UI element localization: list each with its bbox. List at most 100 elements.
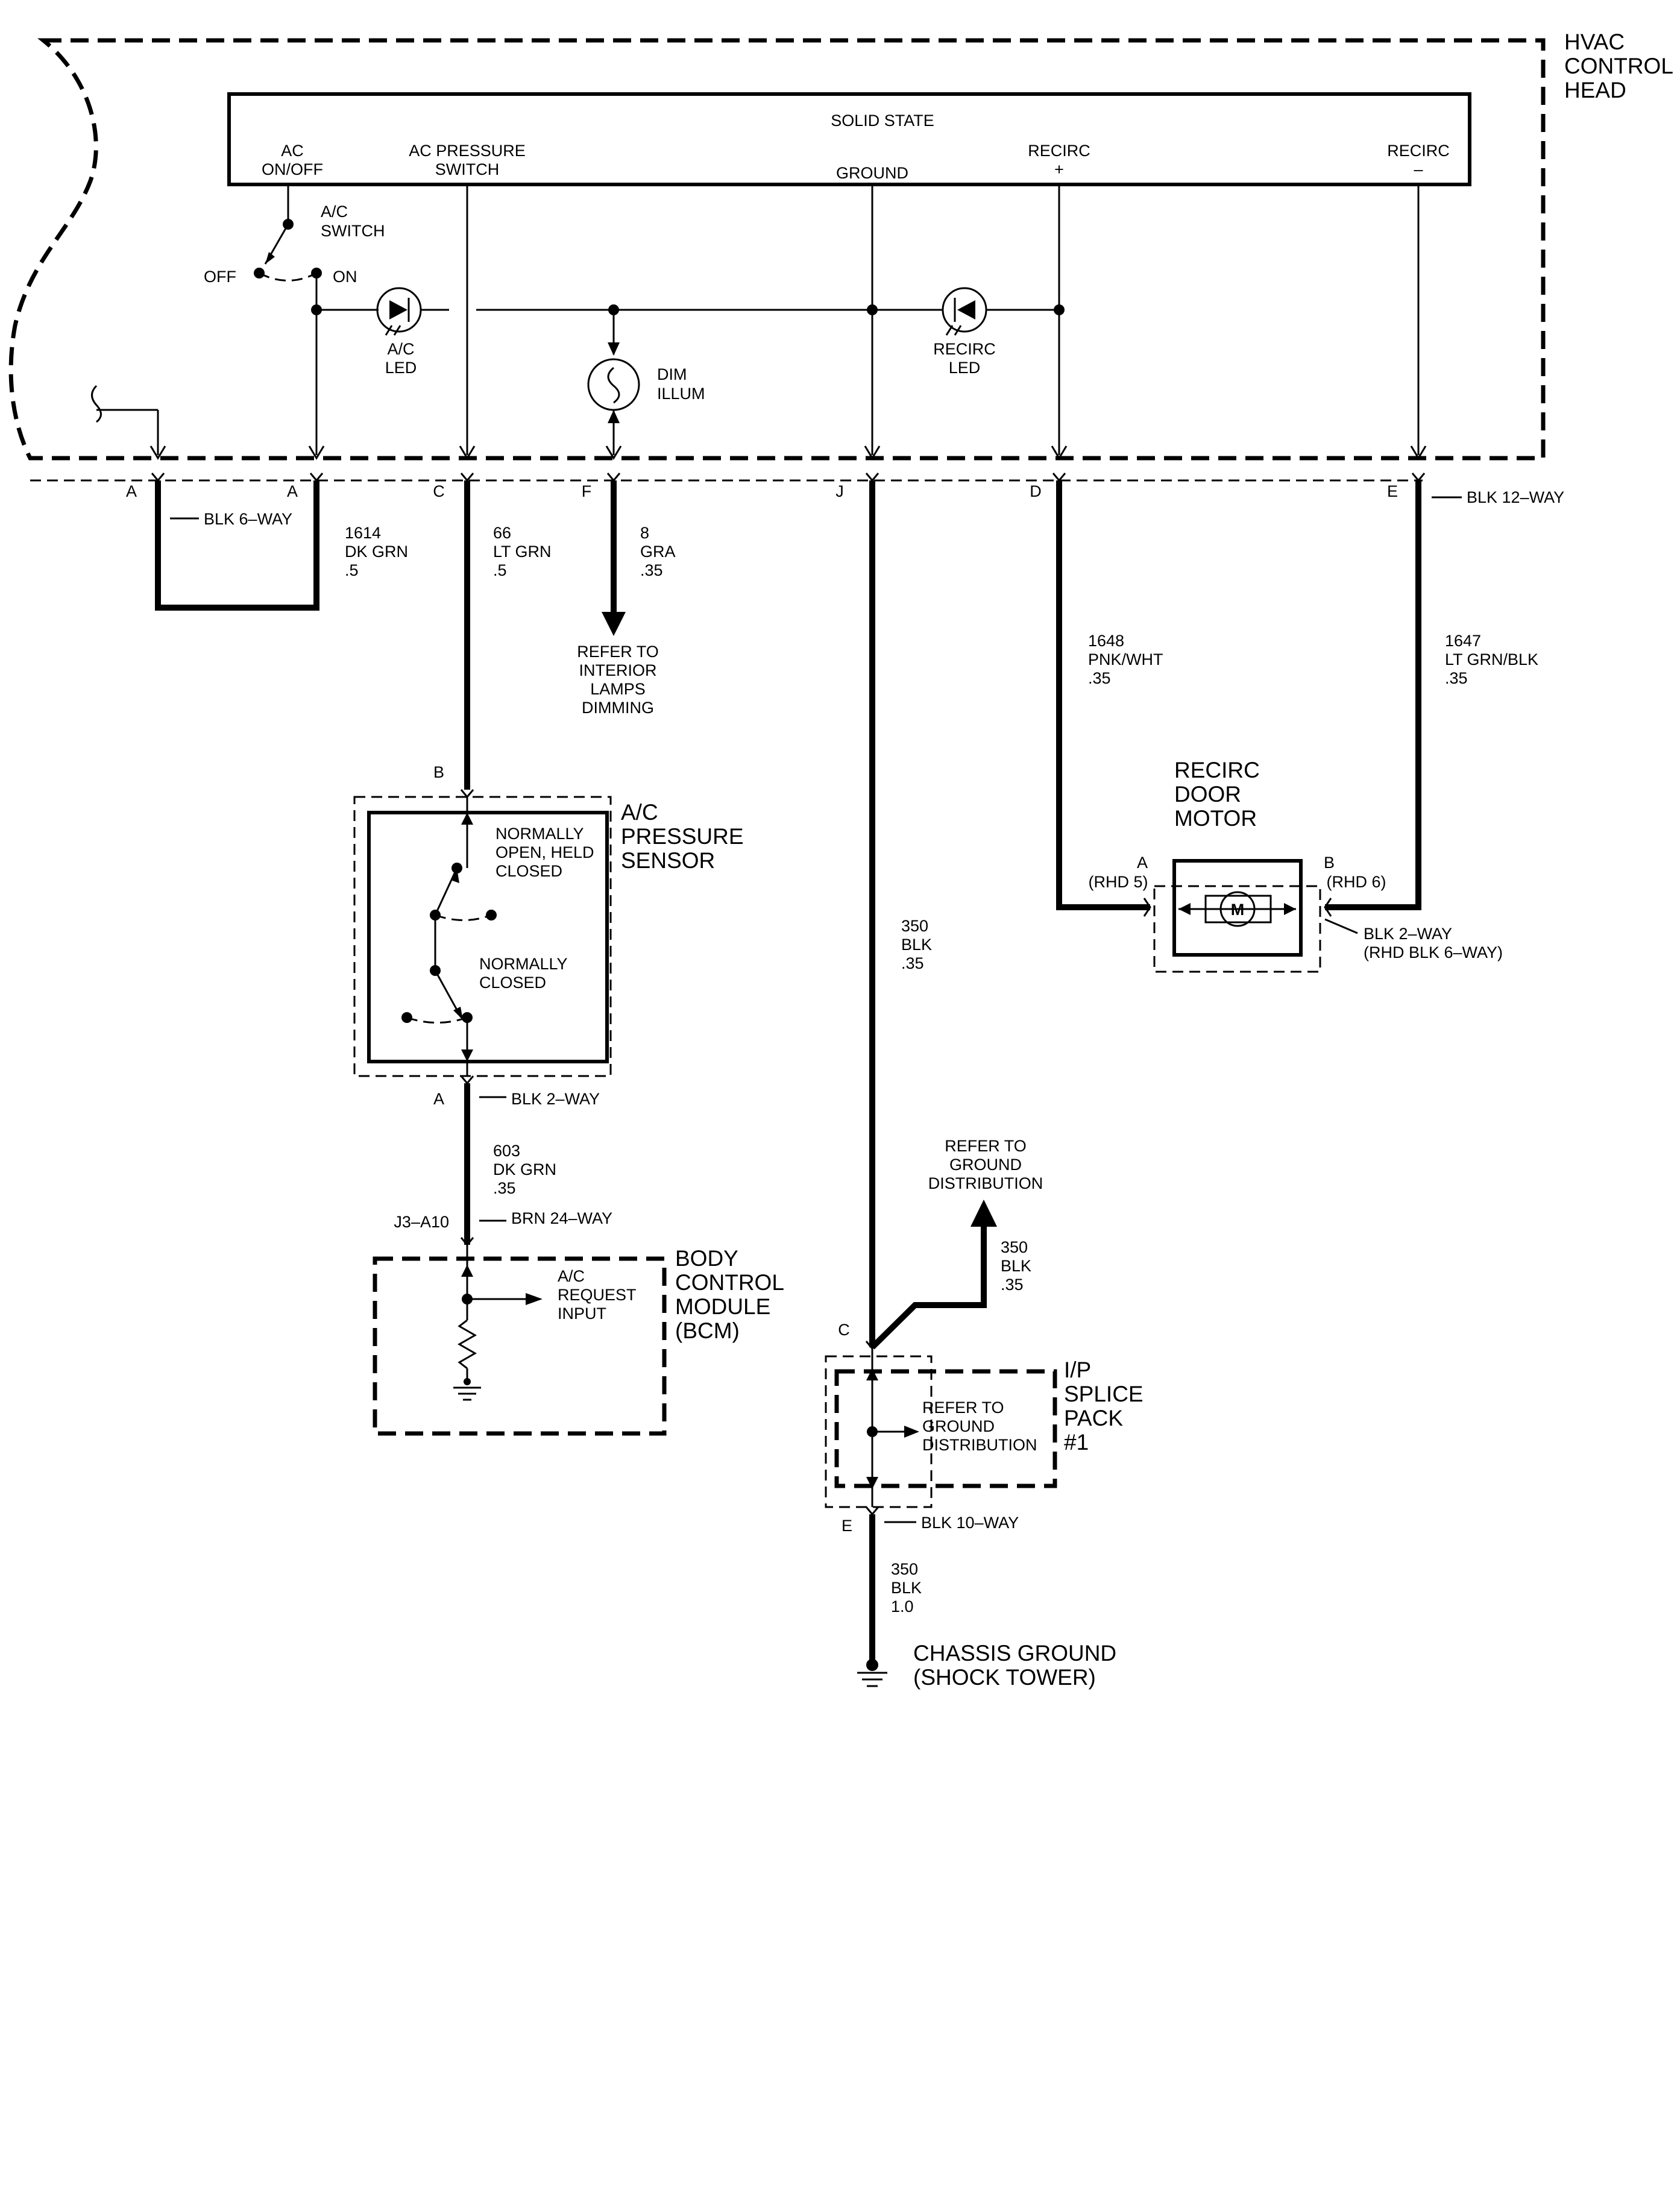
pin-arrows — [149, 445, 1427, 460]
wire-1614-loop — [155, 480, 319, 611]
pin-f: F — [582, 482, 592, 500]
motor-pin-b-rhd: (RHD 6) — [1327, 873, 1386, 891]
dim-illum-bulb-icon — [587, 358, 640, 411]
bcm-conn-label: BRN 24–WAY — [511, 1209, 612, 1227]
svg-text:66: 66 — [493, 524, 511, 542]
ac-pressure-sensor: B NORMALLY OPEN, HELD CLOSED NORMALLY CL… — [353, 763, 744, 1108]
jumper-break-icon — [91, 385, 102, 423]
splice-dashed-outline — [825, 1355, 933, 1508]
wire-1647-label: 1647 LT GRN/BLK .35 — [1445, 632, 1538, 687]
bcm-input-l1: A/C — [558, 1267, 585, 1285]
svg-text:.35: .35 — [493, 1179, 516, 1197]
svg-text:.35: .35 — [901, 954, 924, 972]
svg-text:.35: .35 — [1445, 669, 1468, 687]
bcm-title-l3: MODULE — [675, 1294, 770, 1319]
splice-pin-e: E — [842, 1517, 852, 1535]
recirc-door-motor: RECIRC DOOR MOTOR A (RHD 5) B (RHD 6) M … — [1089, 758, 1503, 973]
svg-text:BLK: BLK — [1001, 1257, 1031, 1275]
svg-text:350: 350 — [891, 1560, 918, 1578]
solid-state-label: SOLID STATE — [831, 112, 934, 130]
refer-interior-lamps-dimming: REFER TO INTERIOR LAMPS DIMMING — [577, 643, 659, 717]
motor-pin-a-rhd: (RHD 5) — [1089, 873, 1148, 891]
splice-title-l2: SPLICE — [1064, 1382, 1144, 1406]
motor-box — [1172, 859, 1303, 957]
splice-conn-label: BLK 10–WAY — [921, 1514, 1019, 1532]
svg-text:350: 350 — [901, 917, 928, 935]
chassis-ground-l1: CHASSIS GROUND — [913, 1641, 1116, 1666]
splice-ref-l3: DISTRIBUTION — [922, 1436, 1037, 1454]
wire-350-label-c: 350 BLK 1.0 — [891, 1560, 922, 1616]
bcm-input-l2: REQUEST — [558, 1286, 637, 1304]
ac-switch-on-label: ON — [333, 268, 357, 286]
splice-ref-l2: GROUND — [922, 1417, 995, 1435]
node-recirc-plus — [1054, 304, 1065, 315]
sensor-title-l1: A/C — [621, 800, 658, 825]
sensor-pin-a: A — [433, 1090, 444, 1108]
bcm-pin: J3–A10 — [394, 1213, 449, 1231]
wire-350-label-a: 350 BLK .35 — [901, 917, 932, 972]
ac-switch-label-l1: A/C — [321, 203, 348, 221]
splice-box — [834, 1369, 1057, 1488]
body-control-module: J3–A10 BRN 24–WAY A/C REQUEST INPUT BODY… — [373, 1209, 784, 1436]
pin-recirc-plus-l2: + — [1054, 160, 1064, 178]
motor-pin-a: A — [1137, 854, 1148, 872]
hvac-dashed-outline — [8, 38, 1546, 461]
bcm-title-l4: (BCM) — [675, 1318, 740, 1343]
svg-text:603: 603 — [493, 1142, 520, 1160]
svg-text:.5: .5 — [345, 561, 359, 579]
hvac-control-head: HVAC CONTROL HEAD SOLID STATE AC ON/OFF … — [8, 30, 1673, 461]
pin-a-left: A — [126, 482, 137, 500]
connector-blk12-label: BLK 12–WAY — [1467, 488, 1564, 506]
motor-label: M — [1231, 901, 1245, 919]
dim-illum-label-l1: DIM — [657, 365, 687, 383]
solid-state-box — [227, 92, 1471, 186]
wire-8-arrow-icon — [602, 612, 626, 636]
ac-led-label-l2: LED — [385, 359, 417, 377]
pin-ac-pressure-l2: SWITCH — [435, 160, 499, 178]
wire-1647 — [1325, 480, 1421, 910]
svg-text:DISTRIBUTION: DISTRIBUTION — [928, 1174, 1043, 1192]
pin-e: E — [1387, 482, 1398, 500]
wire-8-label: 8 GRA .35 — [640, 524, 676, 579]
ac-switch-link — [259, 272, 317, 282]
pin-c: C — [433, 482, 445, 500]
svg-text:.5: .5 — [493, 561, 507, 579]
motor-conn-l1: BLK 2–WAY — [1364, 925, 1452, 943]
splice-title-l4: #1 — [1064, 1430, 1089, 1455]
pin-ac-onoff-l1: AC — [281, 142, 304, 160]
svg-text:BLK: BLK — [891, 1579, 922, 1597]
connector-blk6-label: BLK 6–WAY — [204, 510, 292, 528]
pin-recirc-minus-l1: RECIRC — [1387, 142, 1450, 160]
refer-ground-distribution-top: REFER TO GROUND DISTRIBUTION — [928, 1137, 1043, 1192]
motor-dashed-outline — [1153, 885, 1321, 973]
hvac-title-line3: HEAD — [1564, 78, 1626, 102]
sensor-no-l3: CLOSED — [496, 862, 562, 880]
svg-text:REFER TO: REFER TO — [945, 1137, 1027, 1155]
svg-text:DK GRN: DK GRN — [493, 1160, 556, 1178]
ac-switch-label-l2: SWITCH — [321, 222, 385, 240]
pin-ac-pressure-l1: AC PRESSURE — [409, 142, 526, 160]
motor-icon — [1219, 891, 1256, 927]
bcm-title-l2: CONTROL — [675, 1270, 784, 1295]
ac-switch-off-label: OFF — [204, 268, 236, 286]
motor-title-l2: DOOR — [1174, 782, 1241, 807]
splice-title-l3: PACK — [1064, 1406, 1123, 1430]
svg-text:PNK/WHT: PNK/WHT — [1088, 650, 1163, 669]
svg-text:INTERIOR: INTERIOR — [579, 661, 656, 679]
svg-text:.35: .35 — [1088, 669, 1111, 687]
recirc-led-label-l1: RECIRC — [933, 340, 996, 358]
bcm-title-l1: BODY — [675, 1246, 738, 1271]
wire-1648 — [1056, 480, 1150, 910]
ac-led-icon — [376, 287, 422, 336]
motor-title-l3: MOTOR — [1174, 806, 1257, 831]
pin-d: D — [1030, 482, 1042, 500]
pin-ground: GROUND — [836, 164, 908, 182]
hvac-title-line2: CONTROL — [1564, 54, 1673, 78]
recirc-led-label-l2: LED — [949, 359, 981, 377]
svg-text:350: 350 — [1001, 1238, 1028, 1256]
bcm-dashed-outline — [373, 1256, 667, 1436]
svg-text:DIMMING: DIMMING — [582, 699, 654, 717]
chassis-ground-l2: (SHOCK TOWER) — [913, 1665, 1096, 1690]
pin-recirc-plus-l1: RECIRC — [1028, 142, 1090, 160]
